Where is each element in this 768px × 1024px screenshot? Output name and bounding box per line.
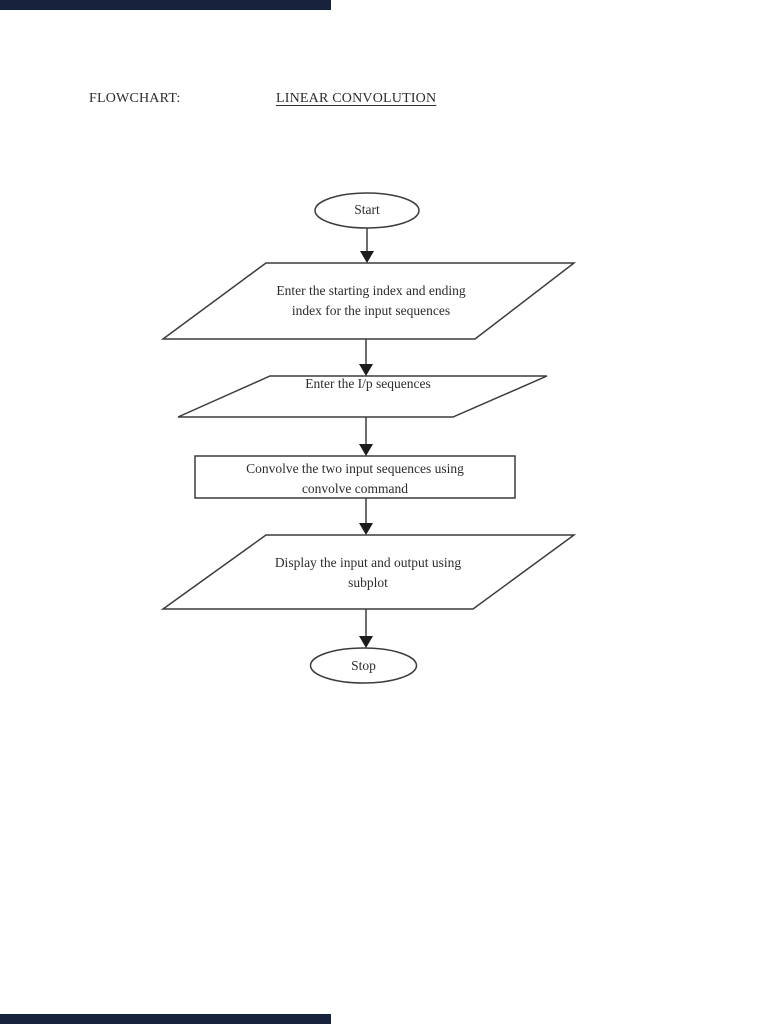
display-line2: subplot bbox=[348, 575, 388, 590]
input-indices-line2: index for the input sequences bbox=[291, 303, 451, 318]
input-indices-line1: Enter the starting index and ending bbox=[276, 283, 466, 298]
display-parallelogram-shape bbox=[160, 534, 577, 610]
stop-node-label: Stop bbox=[351, 658, 376, 673]
viewer-toolbar-strip-bottom bbox=[0, 1014, 331, 1024]
arrowhead-icon bbox=[359, 523, 373, 535]
convolve-process-shape bbox=[194, 455, 516, 499]
display-node-label: Display the input and output using subpl… bbox=[218, 553, 518, 593]
arrowhead-icon bbox=[359, 444, 373, 456]
stop-terminator-shape bbox=[309, 647, 418, 684]
start-node-label: Start bbox=[354, 202, 380, 217]
convolve-line1: Convolve the two input sequences using bbox=[246, 461, 464, 476]
arrowhead-icon bbox=[359, 364, 373, 376]
input-indices-node-label: Enter the starting index and ending inde… bbox=[221, 281, 521, 321]
input-sequences-node-label: Enter the I/p sequences bbox=[305, 376, 431, 391]
page-title: LINEAR CONVOLUTION bbox=[276, 91, 437, 106]
convolve-line2: convolve command bbox=[301, 481, 409, 496]
arrowhead-icon bbox=[360, 251, 374, 263]
display-line1: Display the input and output using bbox=[274, 555, 462, 570]
convolve-node-label: Convolve the two input sequences using c… bbox=[205, 459, 505, 499]
input-sequences-parallelogram-shape bbox=[177, 375, 548, 418]
flowchart-label: FLOWCHART: bbox=[89, 91, 181, 106]
arrowhead-icon bbox=[359, 636, 373, 648]
viewer-toolbar-strip-top bbox=[0, 0, 331, 10]
input-indices-parallelogram-shape bbox=[160, 262, 577, 340]
